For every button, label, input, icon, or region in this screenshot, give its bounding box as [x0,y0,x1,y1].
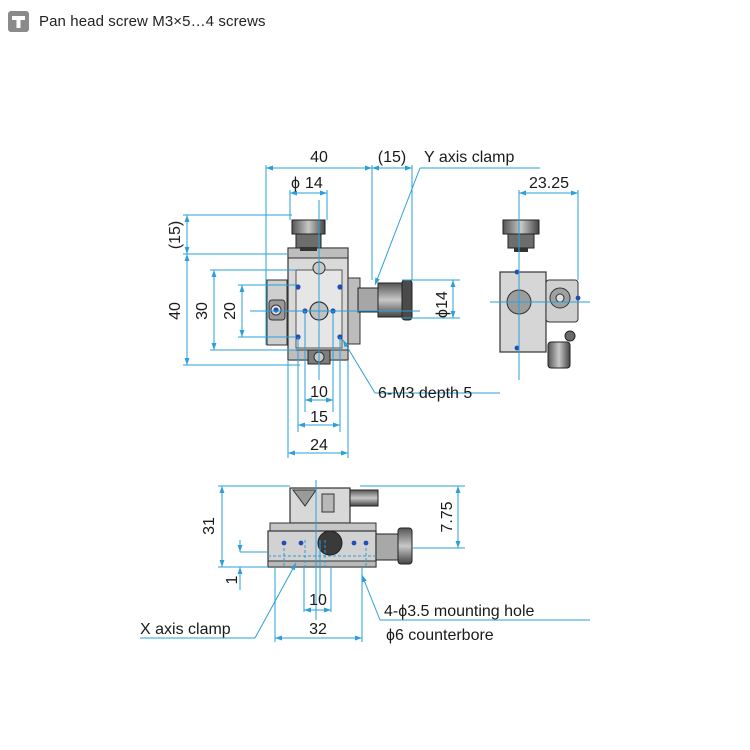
label-6-m3-depth: 6-M3 depth 5 [378,385,472,402]
dim-width-40: 40 [310,149,328,166]
dim-hole-10: 10 [310,384,328,401]
label-x-axis-clamp: X axis clamp [140,621,231,638]
top-view-dim-text: 40 (15) ϕ 14 (15) 40 30 20 10 15 24 14 ϕ… [167,149,515,454]
top-view-dimensions [183,165,540,458]
dim-height-31: 31 [201,517,218,535]
dim-hole-15: 15 [310,409,328,426]
dim-height-20: 20 [222,302,239,320]
front-view-dim-text: 31 1 7.75 10 32 X axis clamp 4-ϕ3.5 moun… [140,501,534,644]
dim-phi14-knob-symbol: ϕ [291,175,300,192]
side-view-part [499,219,579,369]
screw-icon [8,10,29,32]
dim-offset-2325: 23.25 [529,175,569,192]
dim-height-15: (15) [167,221,184,249]
front-view-holes [281,540,369,546]
front-view-hidden-lines [268,540,376,567]
side-view-dimensions [490,190,590,380]
label-y-axis-clamp: Y axis clamp [424,149,515,166]
dim-phi14-side: 14 [434,291,451,309]
dim-phi14-knob: 14 [305,175,323,192]
label-counterbore: ϕ6 counterbore [386,627,494,644]
side-view-holes [514,269,581,351]
header-title: Pan head screw M3×5…4 screws [39,12,266,30]
dim-front-hole-10: 10 [309,592,327,609]
dim-thick-1: 1 [224,575,241,584]
dim-height-30: 30 [194,302,211,320]
dim-base-24: 24 [310,437,328,454]
dim-phi14-side-symbol: ϕ [434,309,451,318]
dim-base-32: 32 [309,621,327,638]
header: Pan head screw M3×5…4 screws [8,10,266,32]
dim-height-775: 7.75 [439,501,456,532]
dim-offset-15: (15) [378,149,406,166]
front-view-dimensions [140,480,590,642]
label-mounting-hole: 4-ϕ3.5 mounting hole [384,603,534,620]
dim-height-40: 40 [167,302,184,320]
front-view-part [267,487,413,568]
